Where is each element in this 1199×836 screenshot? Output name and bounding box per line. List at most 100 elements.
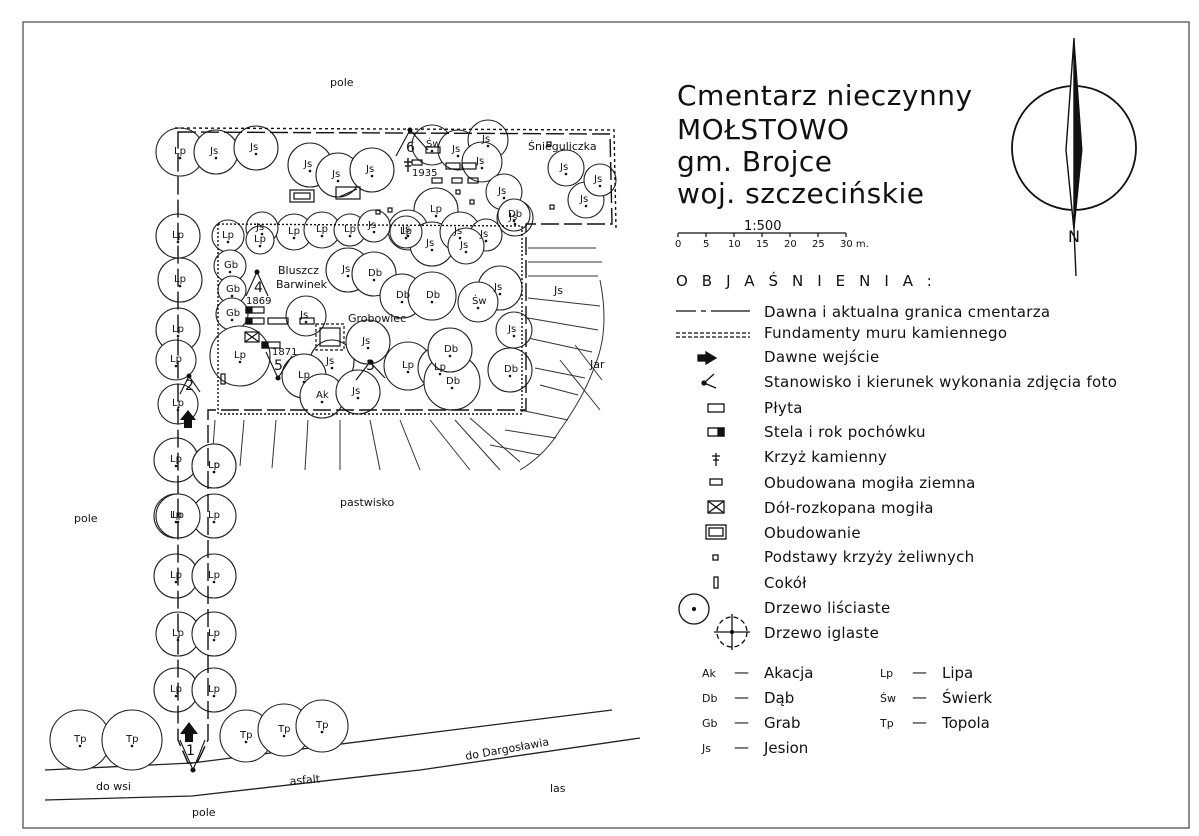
- tree-species-code: Js: [365, 164, 374, 175]
- tree-species-code: Lp: [298, 370, 310, 381]
- tree-trunk-dot: [366, 346, 370, 350]
- tree-trunk-dot: [212, 638, 216, 642]
- tree-crown: [457, 281, 499, 323]
- tree-species-code: Lp: [170, 684, 182, 695]
- tree-species-code: Lp: [172, 324, 184, 335]
- tree-species-code: Js: [325, 356, 334, 367]
- tree-trunk-dot: [292, 236, 296, 240]
- tree-crown: [547, 149, 585, 187]
- tree-trunk-dot: [176, 334, 180, 338]
- slab-2: [445, 162, 461, 170]
- tree-trunk-dot: [174, 694, 178, 698]
- tree-species-code: Lp: [288, 226, 300, 237]
- tree-species-code: Js: [303, 159, 312, 170]
- scale-tick-15: 15: [756, 239, 769, 250]
- tree-crown: [487, 347, 533, 393]
- legend-symbols: [676, 310, 750, 650]
- tree-trunk-dot: [212, 520, 216, 524]
- scale-tick-25: 25: [812, 239, 825, 250]
- legend-sym-deciduous: [678, 593, 710, 625]
- legend-item-slab: Płyta: [676, 397, 1196, 419]
- label-asfalt: asfalt: [289, 772, 321, 788]
- tree-crown: [407, 271, 457, 321]
- enclosure-grave-1: [289, 189, 315, 203]
- tree-trunk-dot: [502, 196, 506, 200]
- legend-item-enclosure: Obudowanie: [676, 522, 1196, 544]
- station-2: 2: [185, 378, 194, 394]
- tree-species-code: Lp: [208, 510, 220, 521]
- legend-sym-enclosure: [705, 524, 727, 540]
- tree-trunk-dot: [78, 744, 82, 748]
- tree-trunk-dot: [176, 240, 180, 244]
- tree-trunk-dot: [512, 219, 516, 223]
- north-line-tail: [1073, 229, 1077, 277]
- tree-species-code: Lp: [208, 460, 220, 471]
- tree-crown: [155, 339, 197, 381]
- tree-crown: [447, 227, 485, 265]
- tree-trunk-dot: [214, 156, 218, 160]
- tree-crown: [245, 225, 275, 255]
- tree-trunk-dot: [508, 374, 512, 378]
- legend-sym-dug-grave: [707, 500, 725, 514]
- tree-trunk-dot: [356, 396, 360, 400]
- cross-base-4: [469, 199, 475, 205]
- tree-species-code: Db: [368, 268, 382, 279]
- tree-species-code: Lp: [172, 510, 184, 521]
- label-pole-left: pole: [74, 512, 98, 525]
- legend-label: Krzyż kamienny: [764, 448, 888, 466]
- species-abbr: Tp: [880, 717, 894, 730]
- label-pole-bottom: pole: [192, 806, 216, 819]
- tree-crown: [191, 553, 237, 599]
- tree-species-code: Js: [255, 222, 264, 233]
- tree-species-code: Lp: [170, 354, 182, 365]
- label-jar: Jar: [589, 358, 605, 371]
- ravine-hatching: [211, 247, 605, 471]
- station-3: 3: [366, 358, 375, 374]
- tree-species-code: Lp: [222, 230, 234, 241]
- tree-species-code: Js: [579, 194, 588, 205]
- tree-trunk-dot: [480, 166, 484, 170]
- entrance-arrow-upper: [180, 410, 196, 428]
- tree-trunk-dot: [448, 354, 452, 358]
- ravine-edge: [519, 279, 605, 471]
- tree-species-code: Lp: [174, 274, 186, 285]
- tree-species-code: Lp: [208, 628, 220, 639]
- tomb-grobowiec: [315, 323, 345, 351]
- label-snieguliczka: Śnieguliczka: [528, 140, 597, 153]
- tree-species-code: Lp: [174, 146, 186, 157]
- legend-sym-cross-base: [712, 554, 719, 561]
- slab-3b: [267, 317, 289, 325]
- label-1871: 1871: [272, 347, 297, 358]
- tomb-grobowiec-inner: [319, 327, 341, 347]
- photo-stations: [179, 127, 429, 773]
- tree-trunk-dot: [320, 234, 324, 238]
- label-grobowiec: Grobowiec: [348, 312, 406, 325]
- tree-trunk-dot: [174, 580, 178, 584]
- tree-trunk-dot: [176, 408, 180, 412]
- road-lower-edge: [44, 737, 641, 801]
- species-name: Grab: [764, 714, 801, 732]
- tree-trunk-dot: [238, 360, 242, 364]
- tree-trunk-dot: [174, 464, 178, 468]
- tree-trunk-dot: [254, 152, 258, 156]
- legend-item-deciduous-tree: Drzewo liściaste: [676, 597, 1196, 619]
- tree-species-code: Gb: [226, 308, 240, 319]
- tree-trunk-dot: [406, 370, 410, 374]
- tree-species-code: Db: [426, 290, 440, 301]
- scale-tick-10: 10: [728, 239, 741, 250]
- tree-species-code: Js: [481, 134, 490, 145]
- tree-species-code: Lp: [430, 204, 442, 215]
- boundary-dashed: [177, 131, 613, 764]
- legend-item-stone-cross: Krzyż kamienny: [676, 446, 1196, 468]
- tree-trunk-dot: [130, 744, 134, 748]
- tree-crown: [191, 667, 237, 713]
- tree-trunk-dot: [308, 169, 312, 173]
- tree-species-code: Lp: [208, 570, 220, 581]
- label-js-outside: Js: [553, 284, 563, 297]
- label-do-wsi: do wsi: [96, 780, 131, 793]
- tree-trunk-dot: [598, 184, 602, 188]
- species-dash: —: [734, 688, 749, 706]
- wall-foundation-top: [174, 127, 617, 229]
- title-line-2: MOŁSTOWO: [677, 113, 850, 146]
- legend-label: Dół-rozkopana mogiła: [764, 499, 934, 517]
